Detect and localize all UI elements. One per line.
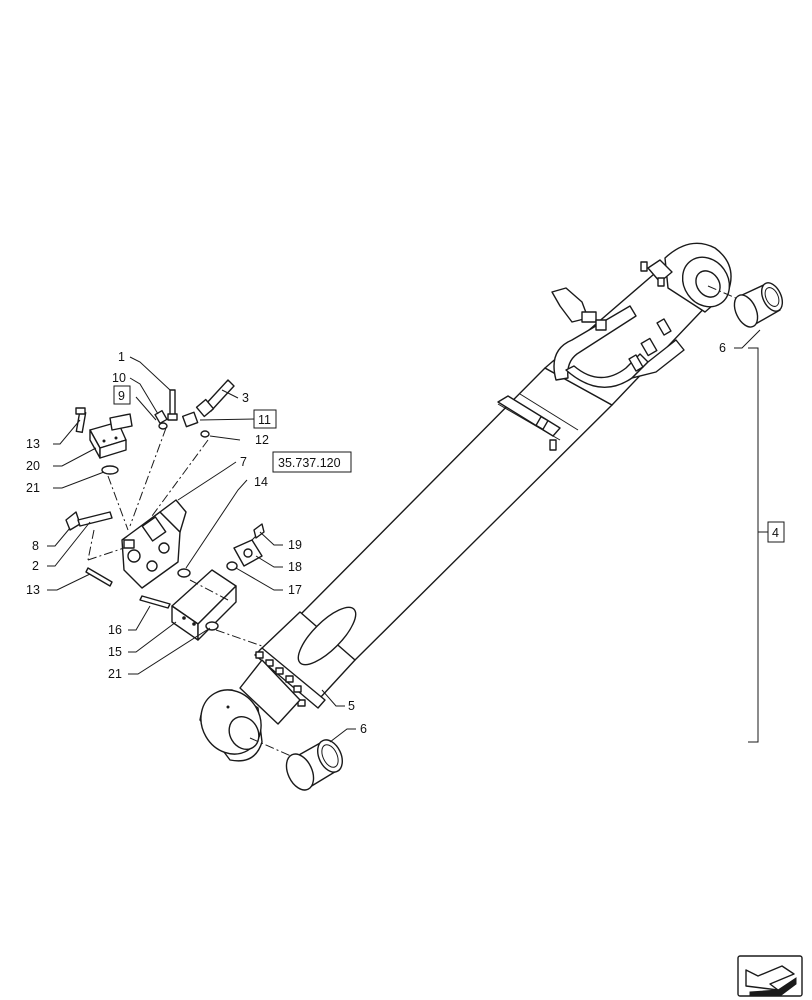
callout-11: 11 — [258, 413, 271, 427]
oring-item-21-bottom — [205, 621, 219, 631]
callout-13-top: 13 — [26, 437, 40, 451]
callout-9-box — [113, 385, 131, 405]
callout-9: 9 — [118, 389, 125, 403]
callout-11-box — [253, 409, 277, 429]
callout-6-lower: 6 — [360, 722, 367, 736]
callout-2: 2 — [32, 559, 39, 573]
callout-4: 4 — [772, 526, 779, 540]
oring-item-14 — [177, 568, 191, 578]
block-item-20 — [89, 413, 133, 459]
callout-20: 20 — [26, 459, 40, 473]
oring-item-21-top — [101, 465, 119, 475]
callout-3: 3 — [242, 391, 249, 405]
valve-body-item-7 — [121, 499, 187, 589]
plug-item-10 — [154, 409, 168, 430]
callout-14: 14 — [254, 475, 268, 489]
callout-6-upper: 6 — [719, 341, 726, 355]
hose-item-2 — [77, 511, 113, 527]
callout-7: 7 — [240, 455, 247, 469]
callout-labels: 1 10 9 3 11 12 13 20 21 7 35.737.120 14 … — [26, 341, 785, 736]
fitting-item-11 — [181, 411, 210, 438]
callout-15: 15 — [108, 645, 122, 659]
callout-19: 19 — [288, 538, 302, 552]
callout-8: 8 — [32, 539, 39, 553]
tube-fitting-item-3 — [195, 379, 235, 418]
callout-13-bottom: 13 — [26, 583, 40, 597]
seal-item-17 — [226, 561, 238, 571]
pipe-bracket — [551, 287, 607, 331]
callout-1: 1 — [118, 350, 125, 364]
eye-clamp — [640, 259, 673, 287]
valve-group — [65, 379, 265, 647]
bushing-lower — [285, 739, 343, 791]
assembly-centerlines — [87, 427, 263, 647]
callout-10: 10 — [112, 371, 126, 385]
leader-lines — [47, 329, 768, 743]
flange-item-18 — [233, 539, 263, 567]
callout-12: 12 — [255, 433, 269, 447]
piston-rod — [239, 659, 301, 725]
callout-21-bottom: 21 — [108, 667, 122, 681]
callout-16: 16 — [108, 623, 122, 637]
bolt-item-1 — [167, 389, 178, 421]
gland-bolts — [255, 651, 306, 707]
screw-item-16 — [139, 595, 171, 609]
rod-eye — [199, 689, 263, 762]
reference-box — [272, 451, 352, 473]
callout-4-box — [767, 521, 785, 543]
cylinder-assembly — [199, 242, 784, 791]
valve-block-item-15 — [171, 569, 237, 641]
bushing-upper — [733, 282, 784, 328]
reference-link[interactable]: 35.737.120 — [278, 456, 341, 470]
pipe-fittings — [628, 318, 672, 372]
callout-17: 17 — [288, 583, 302, 597]
navigation-arrow-icon[interactable] — [737, 955, 803, 997]
callout-5: 5 — [348, 699, 355, 713]
callout-18: 18 — [288, 560, 302, 574]
screw-item-13-bottom — [85, 567, 113, 587]
callout-21-top: 21 — [26, 481, 40, 495]
cylinder-eye-rear — [664, 242, 732, 313]
hydraulic-pipe-loop — [553, 305, 685, 388]
screw-item-13-top — [75, 407, 87, 434]
